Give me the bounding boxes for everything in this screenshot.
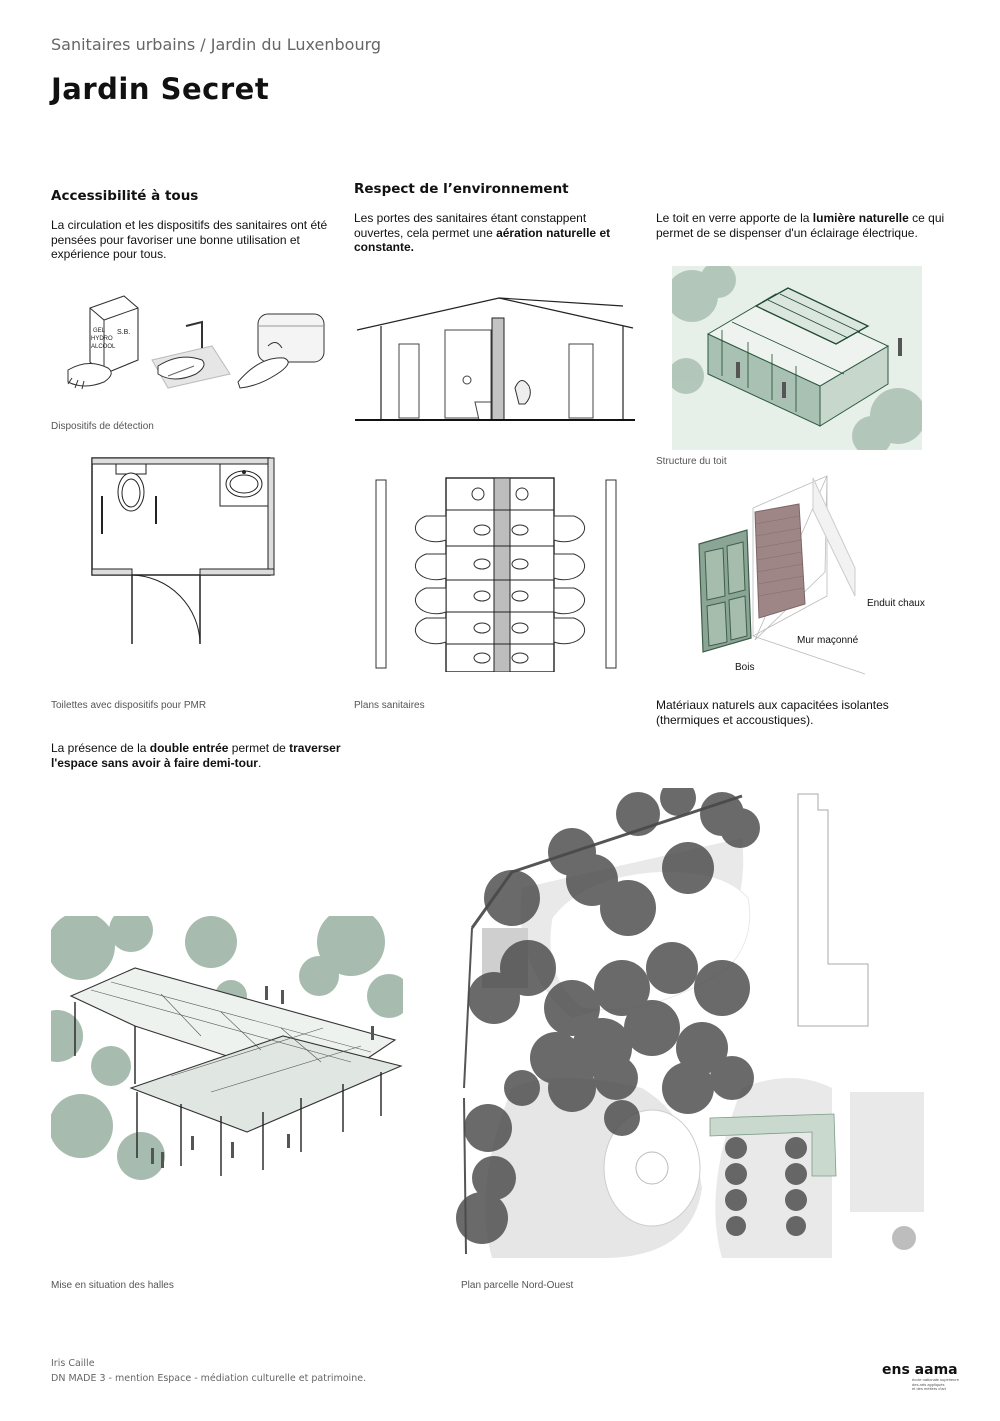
gel-label-3: ALCOOL — [91, 344, 116, 350]
caption-roof: Structure du toit — [656, 456, 727, 467]
gel-label-1: GEL — [93, 328, 106, 334]
sanitary-section-drawing — [355, 297, 635, 421]
halles-perspective — [51, 916, 403, 1180]
page-kicker: Sanitaires urbains / Jardin du Luxenbour… — [51, 35, 382, 54]
caption-halles: Mise en situation des halles — [51, 1280, 174, 1291]
accessibility-heading: Accessibilité à tous — [51, 188, 199, 204]
footer-program: DN MADE 3 - mention Espace - médiation c… — [51, 1373, 367, 1384]
environment-heading: Respect de l’environnement — [354, 181, 569, 197]
gel-label-sb: S.B. — [117, 329, 130, 336]
doors-text: Les portes des sanitaires étant constapp… — [354, 211, 611, 254]
materials-text: Matériaux naturels aux capacitées isolan… — [656, 698, 889, 727]
roof-text: Le toit en verre apporte de la lumière n… — [656, 211, 945, 240]
detection-devices-sketch: GEL HYDRO ALCOOL S.B. — [67, 295, 325, 390]
label-lime-plaster: Enduit chaux — [867, 598, 925, 609]
label-masonry: Mur maçonné — [797, 635, 859, 646]
caption-plans: Plans sanitaires — [354, 700, 425, 711]
caption-detection: Dispositifs de détection — [51, 421, 154, 432]
pmr-toilet-plan — [91, 457, 275, 645]
page-title: Jardin Secret — [51, 72, 270, 106]
materials-exploded-diagram: Enduit chaux Mur maçonné Bois — [698, 475, 925, 675]
caption-pmr: Toilettes avec dispositifs pour PMR — [51, 700, 207, 711]
logo-subtitle: école nationale supérieure des arts appl… — [912, 1377, 959, 1391]
sanitary-floor-plan — [375, 477, 617, 672]
label-wood: Bois — [735, 662, 754, 673]
accessibility-text: La circulation et les dispositifs des sa… — [51, 218, 328, 261]
site-plan-north-west — [456, 788, 924, 1258]
footer-author: Iris Caille — [51, 1358, 95, 1369]
ens-aama-logo: ens aama — [882, 1362, 958, 1378]
caption-site-plan: Plan parcelle Nord-Ouest — [461, 1280, 574, 1291]
gel-label-2: HYDRO — [91, 336, 113, 342]
double-entry-text: La présence de la double entrée permet d… — [51, 741, 341, 770]
roof-structure-axonometry — [672, 266, 922, 450]
